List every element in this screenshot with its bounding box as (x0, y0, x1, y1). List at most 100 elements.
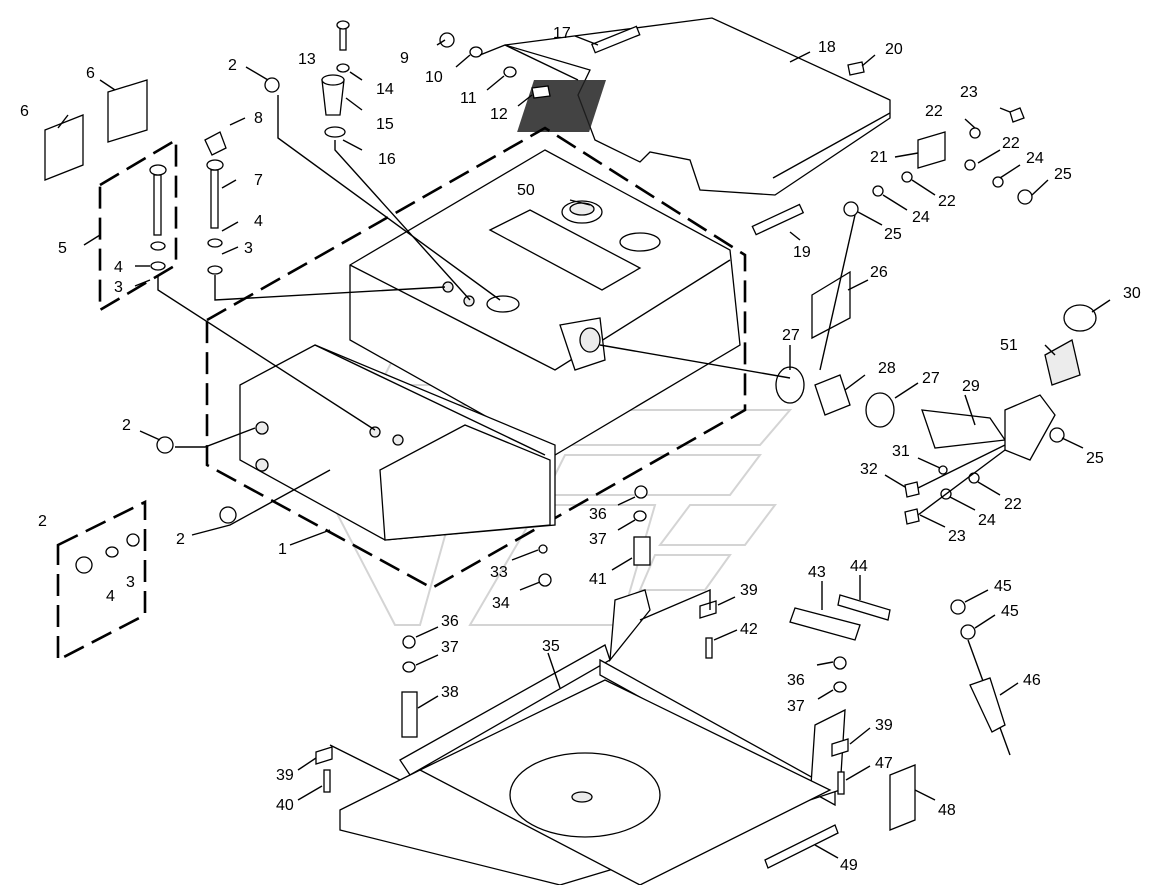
callout-25: 25 (1054, 166, 1072, 183)
bolt-47 (837, 771, 845, 795)
callout-1: 1 (278, 541, 287, 558)
strip-43 (789, 607, 861, 641)
callout-28: 28 (878, 360, 896, 377)
callout-9: 9 (400, 50, 409, 67)
callout-23: 23 (948, 528, 966, 545)
strip-44 (837, 594, 891, 621)
left-bolt-group-outline (98, 137, 178, 313)
callout-2: 2 (176, 531, 185, 548)
callout-8: 8 (254, 110, 263, 127)
callout-22: 22 (938, 193, 956, 210)
callout-31: 31 (892, 443, 910, 460)
callout-37: 37 (787, 698, 805, 715)
callout-4: 4 (114, 259, 123, 276)
filler-recess (488, 209, 642, 291)
callout-22: 22 (925, 103, 943, 120)
callout-11: 11 (460, 90, 477, 107)
callout-2: 2 (228, 57, 237, 74)
bracket-21 (917, 131, 946, 169)
decal-6b (107, 79, 148, 143)
leader-lines (57, 35, 1111, 859)
fuel-tank (239, 149, 741, 541)
lower-left-group-outline (56, 499, 147, 663)
callout-42: 42 (740, 621, 758, 638)
callout-36: 36 (787, 672, 805, 689)
callout-49: 49 (840, 857, 858, 874)
callout-45: 45 (994, 578, 1012, 595)
callout-26: 26 (870, 264, 888, 281)
callout-40: 40 (276, 797, 294, 814)
callout-2: 2 (38, 513, 47, 530)
sender-opening (619, 232, 661, 252)
spacer-38 (401, 691, 418, 738)
callout-22: 22 (1002, 135, 1020, 152)
callout-12: 12 (490, 106, 508, 123)
clamp-27b (865, 392, 895, 428)
elbow-fitting-8 (204, 131, 227, 156)
callout-24: 24 (912, 209, 930, 226)
callout-48: 48 (938, 802, 956, 819)
drain-fitting (486, 295, 520, 313)
callout-21: 21 (870, 149, 888, 166)
callout-36: 36 (589, 506, 607, 523)
tank-assembly-outline (205, 126, 747, 590)
callout-39: 39 (740, 582, 758, 599)
callout-32: 32 (860, 461, 878, 478)
callout-41: 41 (589, 571, 607, 588)
callout-22: 22 (1004, 496, 1022, 513)
strainer-51 (1044, 339, 1081, 386)
rubber-strip-17 (591, 25, 641, 54)
callout-18: 18 (818, 39, 836, 56)
callout-13: 13 (298, 51, 316, 68)
bolt-42 (705, 637, 713, 659)
decal-6a (44, 114, 84, 181)
fuel-cap (561, 200, 603, 224)
callout-35: 35 (542, 638, 560, 655)
decal-26 (811, 270, 851, 340)
callout-15: 15 (376, 116, 394, 133)
bolt-7 (210, 169, 219, 229)
screw-13 (339, 27, 347, 51)
callout-20: 20 (885, 41, 903, 58)
callout-29: 29 (962, 378, 980, 395)
callout-14: 14 (376, 81, 394, 98)
callout-6: 6 (86, 65, 95, 82)
callout-51: 51 (1000, 337, 1018, 354)
callout-25: 25 (884, 226, 902, 243)
callout-24: 24 (978, 512, 996, 529)
callout-50: 50 (517, 182, 535, 199)
callout-4: 4 (106, 588, 115, 605)
plug-2-mid (156, 436, 174, 454)
callout-4: 4 (254, 213, 263, 230)
spacer-41 (633, 536, 651, 566)
callout-7: 7 (254, 172, 263, 189)
bolt-40 (323, 769, 331, 793)
callout-36: 36 (441, 613, 459, 630)
bolt-5 (153, 174, 162, 236)
callout-6: 6 (20, 103, 29, 120)
callout-5: 5 (58, 240, 67, 257)
sender-float-46 (969, 677, 1006, 733)
callout-30: 30 (1123, 285, 1141, 302)
callout-47: 47 (875, 755, 893, 772)
callout-labels: 1 2 2 2 2 3 3 3 4 4 4 5 6 6 7 8 9 10 11 … (20, 25, 1141, 874)
callout-24: 24 (1026, 150, 1044, 167)
callout-33: 33 (490, 564, 508, 581)
callout-3: 3 (244, 240, 253, 257)
callout-10: 10 (425, 69, 443, 86)
coupling-28 (814, 374, 851, 416)
callout-46: 46 (1023, 672, 1041, 689)
callout-44: 44 (850, 558, 868, 575)
callout-39: 39 (276, 767, 294, 784)
callout-17: 17 (553, 25, 571, 42)
callout-25: 25 (1086, 450, 1104, 467)
callout-34: 34 (492, 595, 510, 612)
clamp-27a (775, 366, 805, 404)
callout-39: 39 (875, 717, 893, 734)
callout-43: 43 (808, 564, 826, 581)
strip-49 (764, 824, 839, 869)
filler-elbow (1004, 394, 1056, 461)
callout-3: 3 (126, 574, 135, 591)
